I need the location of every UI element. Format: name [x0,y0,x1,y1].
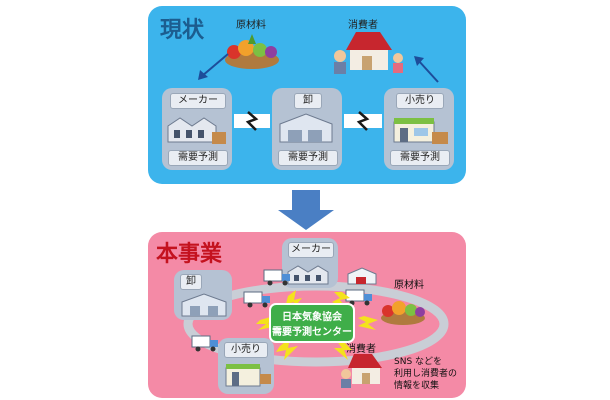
project-raw-materials-label: 原材料 [394,280,424,291]
retail-store-icon [393,118,448,144]
retail-label: 小売り [396,93,444,109]
factory-icon [167,117,226,144]
delivery-truck-icon [191,335,218,352]
forecast-center-line1: 日本気象協会 [282,312,342,323]
forecast-center-line2: 需要予測センター [272,327,352,338]
delivery-truck-icon [243,291,270,308]
delivery-truck-icon [263,269,290,286]
project-consumer-house-icon [341,354,382,388]
broken-link-maker-wholesale [234,111,270,131]
project-store-icon [225,364,271,387]
sns-info-line3: 情報を収集 [394,381,440,391]
forecast-center-box [269,303,355,343]
broken-link-wholesale-retail [344,111,382,131]
sns-info-line1: SNS などを [394,357,443,367]
consumer-label-top: 消費者 [348,20,378,31]
retail-demand-forecast: 需要予測 [390,150,450,166]
maker-demand-forecast: 需要予測 [168,150,228,166]
project-consumer-label: 消費者 [346,344,376,355]
project-warehouse-icon [181,293,227,317]
current-state-title: 現状 [160,18,205,43]
warehouse-icon [279,113,333,143]
wholesale-demand-forecast: 需要予測 [278,150,338,166]
raw-materials-label-top: 原材料 [236,20,266,31]
project-maker-label: メーカー [288,242,334,258]
consumer-house-icon [334,32,403,74]
project-factory-icon [287,265,329,285]
transition-down-arrow [278,190,334,230]
wholesale-label: 卸 [294,93,322,109]
sns-info-line2: 利用し消費者の [394,369,458,379]
distribution-building-icon [347,267,377,285]
project-wholesale-label: 卸 [180,274,202,290]
project-produce-basket-icon [381,301,425,325]
arrow-retail-to-consumer [414,56,439,83]
project-retail-label: 小売り [224,342,268,358]
maker-label: メーカー [170,93,226,109]
project-title: 本事業 [156,242,223,267]
arrow-maker-to-raw-materials [198,53,229,80]
produce-basket-icon [225,34,279,69]
